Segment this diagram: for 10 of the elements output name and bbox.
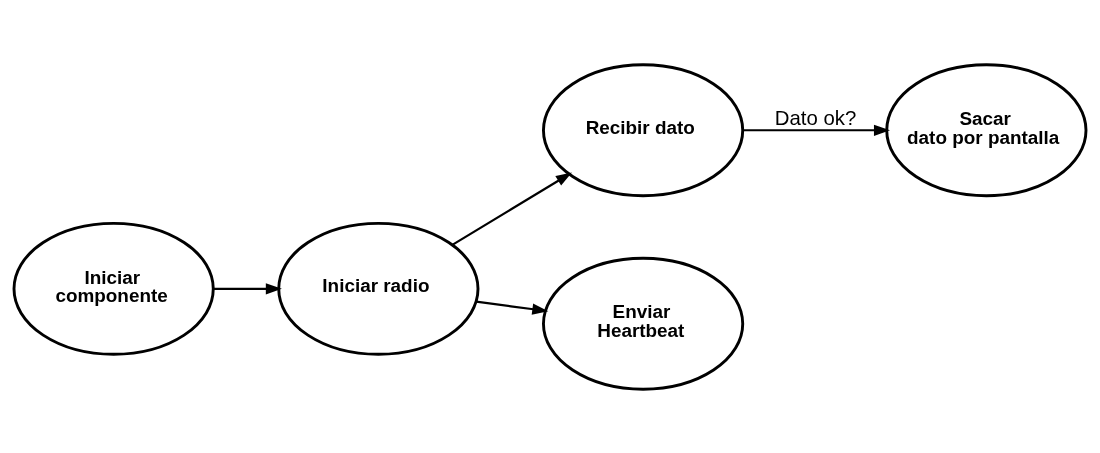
node-ellipse: Recibir dato (542, 62, 745, 197)
arrow (452, 172, 572, 246)
node-ellipse: Iniciar componente (12, 221, 215, 356)
arrow (476, 300, 549, 315)
arrow (213, 282, 282, 294)
edge-label: Dato ok? (774, 106, 857, 129)
node-ellipse: Iniciar radio (277, 221, 480, 356)
node-ellipse: Sacar dato por pantalla (885, 62, 1088, 197)
node-ellipse: Enviar Heartbeat (542, 256, 745, 391)
arrow (743, 124, 890, 136)
